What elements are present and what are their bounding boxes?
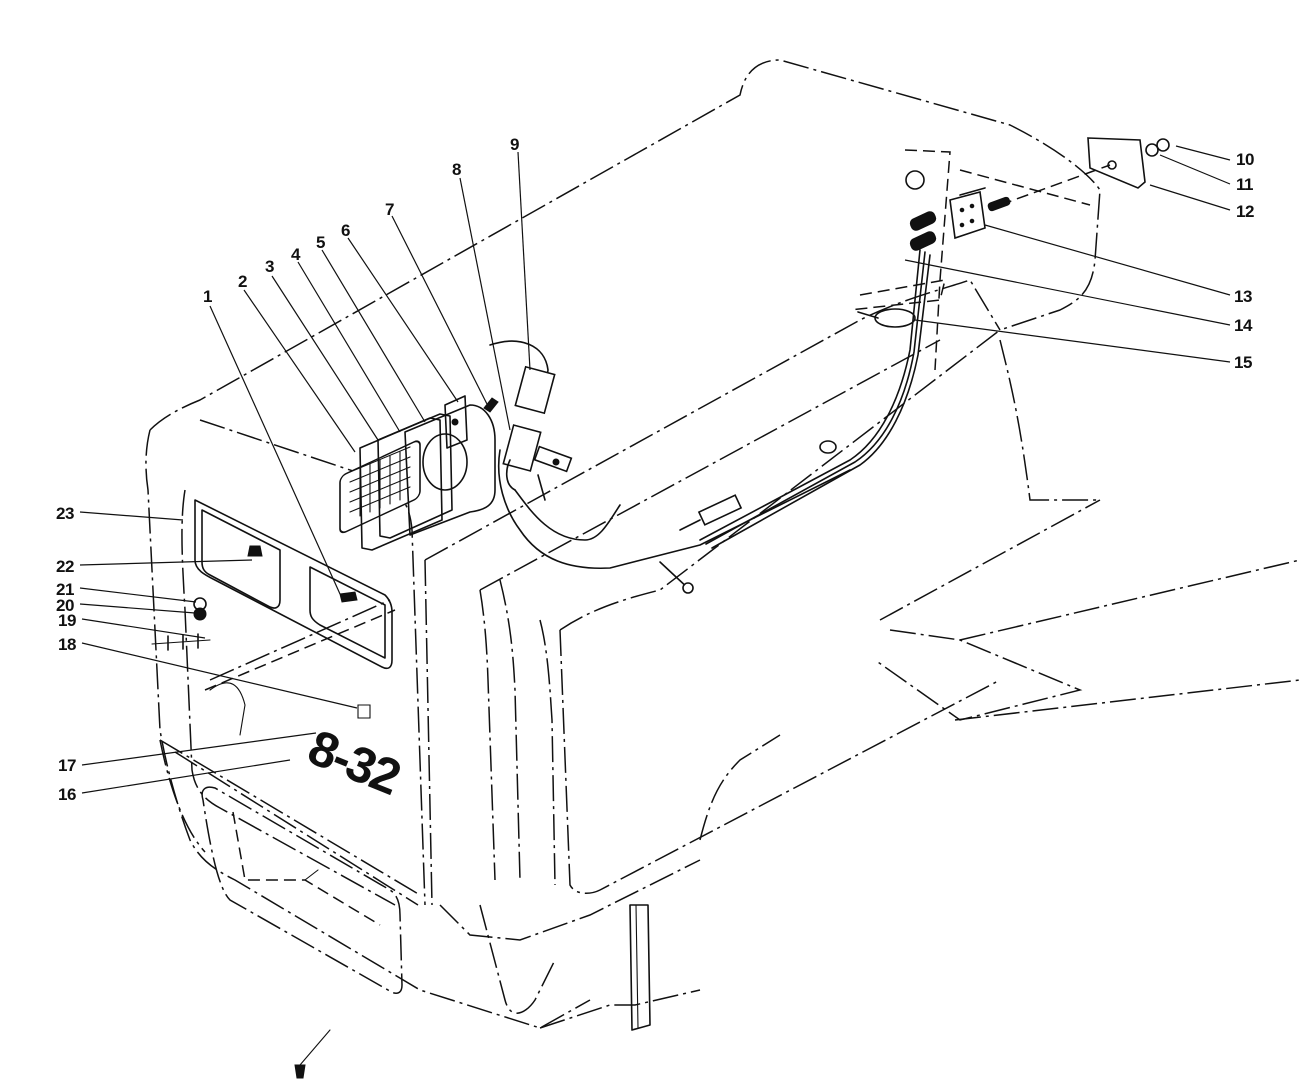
callout-18: 18 [58, 635, 76, 654]
callout-9: 9 [510, 135, 519, 154]
leader-lines [79, 145, 1231, 794]
callout-8: 8 [452, 160, 461, 179]
callout-20: 20 [56, 596, 74, 615]
callout-12: 12 [1236, 202, 1254, 221]
callout-22: 22 [56, 557, 74, 576]
headlight-assembly [339, 395, 499, 551]
callout-15: 15 [1234, 353, 1252, 372]
callout-19: 19 [58, 611, 76, 630]
callout-4: 4 [291, 245, 300, 264]
callout-13: 13 [1234, 287, 1252, 306]
hardware [151, 545, 371, 1079]
wiring-harness [489, 149, 1091, 594]
callout-21: 21 [56, 580, 74, 599]
callout-10: 10 [1236, 150, 1254, 169]
callout-2: 2 [238, 272, 247, 291]
callout-11: 11 [1236, 175, 1253, 194]
callout-7: 7 [385, 200, 394, 219]
callout-1: 1 [203, 287, 212, 306]
callout-6: 6 [341, 221, 350, 240]
callout-17: 17 [58, 756, 76, 775]
callout-3: 3 [265, 257, 274, 276]
callout-16: 16 [58, 785, 76, 804]
callout-23: 23 [56, 504, 74, 523]
hood-body-outline [145, 59, 1301, 1031]
callout-14: 14 [1234, 316, 1252, 335]
switch-plate [999, 137, 1170, 206]
callout-5: 5 [316, 233, 325, 252]
